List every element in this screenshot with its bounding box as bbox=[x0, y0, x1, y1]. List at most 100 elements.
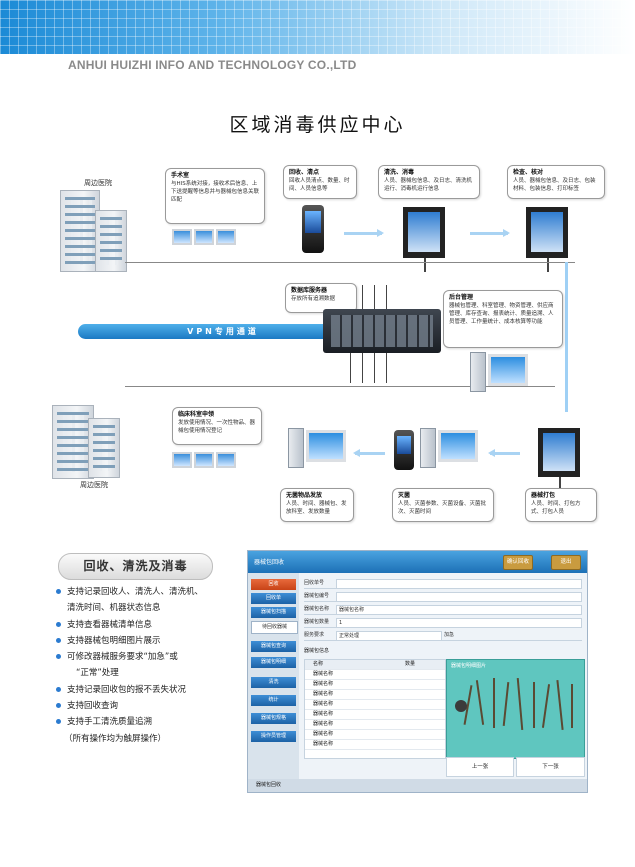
instrument-icon bbox=[556, 680, 564, 730]
sidebar-item[interactable]: 回收单 bbox=[251, 593, 296, 604]
cell: 器械名称 bbox=[313, 731, 334, 737]
bubble-check: 检查、核对 人员、器械包信息、及日志、包装材料、包装信息、打印标签 bbox=[507, 165, 605, 199]
feature-item: 支持记录回收包的报不丢失状况 bbox=[56, 682, 256, 698]
app-titlebar: 器械包回收 确认回收 退出 bbox=[248, 551, 587, 573]
bubble-pack-print: 器械打包 人员、时间、打包方式、打包人员 bbox=[525, 488, 597, 522]
feature-item: 清洗时间、机器状态信息 bbox=[67, 603, 161, 614]
bubble-db-server: 数据库服务器 存放所有追溯数据 bbox=[285, 283, 357, 313]
package-image-panel: 器械包明细图片 bbox=[446, 659, 585, 759]
bubble-sterilize: 灭菌 人员、灭菌参数、灭菌设备、灭菌批次、灭菌时间 bbox=[392, 488, 494, 522]
sidebar-item[interactable]: 器械包规格 bbox=[251, 713, 296, 724]
package-name-field[interactable]: 器械包名称 bbox=[336, 605, 582, 615]
sidebar-item[interactable]: 待回收器械 bbox=[251, 621, 298, 634]
column-header: 数量 bbox=[405, 661, 416, 667]
recycle-no-field[interactable] bbox=[336, 579, 582, 589]
table-row[interactable]: 器械名称 bbox=[305, 700, 445, 710]
prev-image-button[interactable]: 上一张 bbox=[446, 757, 514, 777]
status-text: 器械包回收 bbox=[256, 782, 282, 788]
form-row: 器械包编号 bbox=[304, 591, 582, 602]
service-urgent-option[interactable]: 加急 bbox=[444, 632, 455, 638]
bubble-text: 发放使用情况、一次性物品、器械包使用情况登记 bbox=[178, 420, 256, 434]
touch-monitor-icon bbox=[538, 428, 580, 491]
instrument-icon bbox=[502, 682, 510, 726]
bubble-title: 后台管理 bbox=[449, 294, 474, 301]
company-name: ANHUI HUIZHI INFO AND TECHNOLOGY CO.,LTD bbox=[68, 58, 357, 72]
bubble-sterile-issue: 无菌物品发放 人员、时间、器械包、发放科室、发放数量 bbox=[280, 488, 354, 522]
next-image-button[interactable]: 下一张 bbox=[516, 757, 585, 777]
flow-line bbox=[565, 262, 568, 412]
client-pc-icon bbox=[172, 229, 192, 245]
confirm-button[interactable]: 确认回收 bbox=[503, 555, 533, 570]
network-line bbox=[125, 386, 555, 387]
table-row[interactable]: 器械名称 bbox=[305, 690, 445, 700]
network-line bbox=[125, 262, 575, 263]
bubble-text: 与HIS系统对接，接收术后信息、上下送提醒等信息并与器械包信息关联匹配 bbox=[171, 181, 260, 203]
table-title: 器械包信息 bbox=[304, 648, 330, 654]
feature-item: “正常”处理 bbox=[76, 668, 119, 679]
table-row[interactable]: 器械名称 bbox=[305, 740, 445, 750]
table-row[interactable]: 器械名称 bbox=[305, 710, 445, 720]
service-normal-option[interactable]: 正常处理 bbox=[336, 631, 442, 641]
table-row[interactable]: 器械名称 bbox=[305, 730, 445, 740]
sidebar-item[interactable]: 器械包明细 bbox=[251, 657, 296, 668]
software-screenshot: 器械包回收 确认回收 退出 回收 回收单 器械包扫描 待回收器械 器械包查询 器… bbox=[247, 550, 588, 793]
bubble-title: 手术室 bbox=[171, 172, 190, 179]
cell: 器械名称 bbox=[313, 721, 334, 727]
sidebar-item[interactable]: 器械包查询 bbox=[251, 641, 296, 652]
bubble-recycle: 回收、清点 回收人员清点、数量、时间、人员信息等 bbox=[283, 165, 357, 199]
bowl-icon bbox=[455, 700, 467, 712]
bubble-title: 灭菌 bbox=[398, 492, 411, 499]
touch-monitor-icon bbox=[403, 207, 445, 272]
sidebar-item[interactable]: 器械包扫描 bbox=[251, 607, 296, 618]
bubble-operating-room: 手术室 与HIS系统对接，接收术后信息、上下送提醒等信息并与器械包信息关联匹配 bbox=[165, 168, 265, 224]
field-label: 回收单号 bbox=[304, 580, 325, 586]
feature-item: 支持记录回收人、清洗人、清洗机、 bbox=[56, 584, 256, 600]
package-qty-field[interactable]: 1 bbox=[336, 618, 582, 628]
bubble-title: 器械打包 bbox=[531, 492, 556, 499]
flow-arrow-icon bbox=[353, 449, 385, 457]
sidebar-item[interactable]: 统计 bbox=[251, 695, 296, 706]
table-row[interactable]: 器械名称 bbox=[305, 680, 445, 690]
package-table: 名称 数量 器械名称 器械名称 器械名称 器械名称 器械名称 器械名称 器械名称… bbox=[304, 659, 446, 759]
network-line bbox=[350, 353, 351, 383]
instrument-icon bbox=[533, 682, 535, 728]
sidebar-item[interactable]: 回收 bbox=[251, 579, 296, 590]
bubble-title: 回收、清点 bbox=[289, 169, 320, 176]
table-row[interactable]: 器械名称 bbox=[305, 720, 445, 730]
client-pc-icon bbox=[194, 229, 214, 245]
admin-pc-icon bbox=[470, 352, 530, 392]
instrument-icon bbox=[571, 684, 573, 728]
feature-item: 支持回收查询 bbox=[56, 698, 256, 714]
flow-arrow-icon bbox=[344, 229, 384, 237]
bubble-title: 数据库服务器 bbox=[291, 287, 328, 294]
client-pc-icon bbox=[194, 452, 214, 468]
table-row[interactable]: 器械名称 bbox=[305, 670, 445, 680]
network-line bbox=[374, 353, 375, 383]
image-title: 器械包明细图片 bbox=[451, 663, 487, 669]
network-line bbox=[362, 285, 363, 309]
feature-item: 可修改器械服务要求“加急”或 bbox=[56, 649, 256, 665]
bubble-title: 无菌物品发放 bbox=[286, 492, 323, 499]
form-row: 器械包名称器械包名称 bbox=[304, 604, 582, 615]
sidebar-item[interactable]: 操作员管理 bbox=[251, 731, 296, 742]
bubble-clinical-ward: 临床科室申领 发放使用情况、一次性物品、器械包使用情况登记 bbox=[172, 407, 262, 445]
section-heading: 回收、清洗及消毒 bbox=[58, 553, 213, 580]
handheld-terminal-icon bbox=[302, 205, 324, 253]
bubble-title: 检查、核对 bbox=[513, 169, 544, 176]
flow-arrow-icon bbox=[470, 229, 510, 237]
exit-button[interactable]: 退出 bbox=[551, 555, 581, 570]
field-label: 器械包数量 bbox=[304, 619, 330, 625]
sidebar-item[interactable]: 清洗 bbox=[251, 677, 296, 688]
package-code-field[interactable] bbox=[336, 592, 582, 602]
bubble-text: 人员、器械包信息、及日志、清洗机运行、消毒机运行信息 bbox=[384, 178, 473, 192]
instrument-icon bbox=[541, 684, 551, 728]
app-sidebar: 回收 回收单 器械包扫描 待回收器械 器械包查询 器械包明细 清洗 统计 器械包… bbox=[248, 573, 299, 792]
cell: 器械名称 bbox=[313, 701, 334, 707]
touch-monitor-icon bbox=[526, 207, 568, 272]
header-banner bbox=[0, 0, 635, 54]
feature-item: 支持查看器械清单信息 bbox=[56, 617, 256, 633]
bubble-title: 临床科室申领 bbox=[178, 411, 215, 418]
hospital-building-bottom-annex bbox=[88, 418, 120, 478]
cell: 器械名称 bbox=[313, 711, 334, 717]
column-header: 名称 bbox=[313, 661, 324, 667]
